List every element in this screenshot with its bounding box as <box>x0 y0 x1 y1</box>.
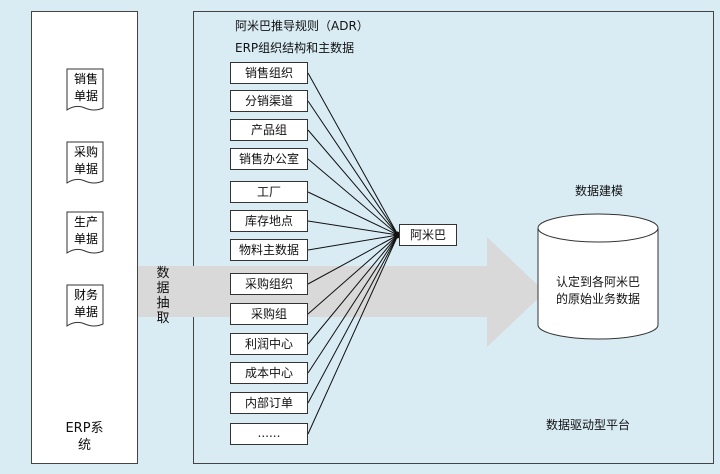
database-label: 认定到各阿米巴 的原始业务数据 <box>538 274 658 308</box>
data-modeling-label: 数据建模 <box>575 184 624 198</box>
document-icon <box>66 211 104 254</box>
document-label: 单据 <box>73 89 98 103</box>
connector-line <box>307 234 399 285</box>
item-box: 工厂 <box>230 181 308 203</box>
item-box: 采购组 <box>230 303 308 325</box>
cylinder-body <box>537 228 659 340</box>
database-label-line1: 认定到各阿米巴 <box>555 275 640 289</box>
finance-document: 财务 单据 <box>66 284 108 334</box>
item-box: 采购组织 <box>230 273 308 295</box>
connector-line <box>307 129 399 236</box>
connector-line <box>307 234 399 251</box>
document-icon <box>66 141 104 184</box>
database-label-line2: 的原始业务数据 <box>555 292 640 306</box>
production-document: 生产 单据 <box>66 211 108 261</box>
data-extraction-label: 数 据 抽 取 <box>155 266 171 326</box>
erp-system-label: ERP系 统 <box>31 420 138 454</box>
item-box: ...... <box>230 423 308 445</box>
connector-line <box>307 220 399 236</box>
connector-line <box>307 191 399 236</box>
item-box: 利润中心 <box>230 333 308 355</box>
extraction-char: 取 <box>156 311 170 326</box>
extraction-char: 据 <box>156 281 170 296</box>
connector-line <box>307 100 399 236</box>
arrow-shape <box>138 237 545 347</box>
document-label: 销售 <box>73 72 98 86</box>
connector-line <box>307 234 399 345</box>
item-box: 成本中心 <box>230 362 308 384</box>
sales-document: 销售 单据 <box>66 68 108 118</box>
platform-label: 数据驱动型平台 <box>546 418 631 432</box>
document-icon <box>66 68 104 111</box>
connector-line <box>307 234 399 315</box>
purchase-document: 采购 单据 <box>66 141 108 191</box>
document-label: 单据 <box>73 162 98 176</box>
item-box: 产品组 <box>230 119 308 141</box>
item-box: 物料主数据 <box>230 239 308 261</box>
cylinder-top <box>537 213 659 243</box>
document-label: 单据 <box>73 305 98 319</box>
item-box: 分销渠道 <box>230 90 308 112</box>
item-box: 销售办公室 <box>230 148 308 170</box>
connector-line <box>307 234 399 404</box>
adr-subtitle: ERP组织结构和主数据 <box>235 41 355 55</box>
connector-line <box>307 234 399 374</box>
item-box: 库存地点 <box>230 210 308 232</box>
extraction-char: 抽 <box>156 296 170 311</box>
document-label: 财务 <box>73 288 98 302</box>
connector-line <box>307 158 399 236</box>
connector-line <box>307 234 399 435</box>
extraction-char: 数 <box>156 266 170 281</box>
item-box: 销售组织 <box>230 62 308 84</box>
erp-system-label-line2: 统 <box>77 438 91 453</box>
connector-line <box>307 72 399 236</box>
connector-hub-dot <box>393 231 401 239</box>
erp-system-label-line1: ERP系 <box>65 421 104 436</box>
document-icon <box>66 284 104 327</box>
document-label: 生产 <box>73 215 98 229</box>
adr-title: 阿米巴推导规则（ADR） <box>235 19 369 33</box>
document-label: 单据 <box>73 232 98 246</box>
amoeba-box: 阿米巴 <box>399 224 457 246</box>
document-label: 采购 <box>73 145 98 159</box>
item-box: 内部订单 <box>230 392 308 414</box>
